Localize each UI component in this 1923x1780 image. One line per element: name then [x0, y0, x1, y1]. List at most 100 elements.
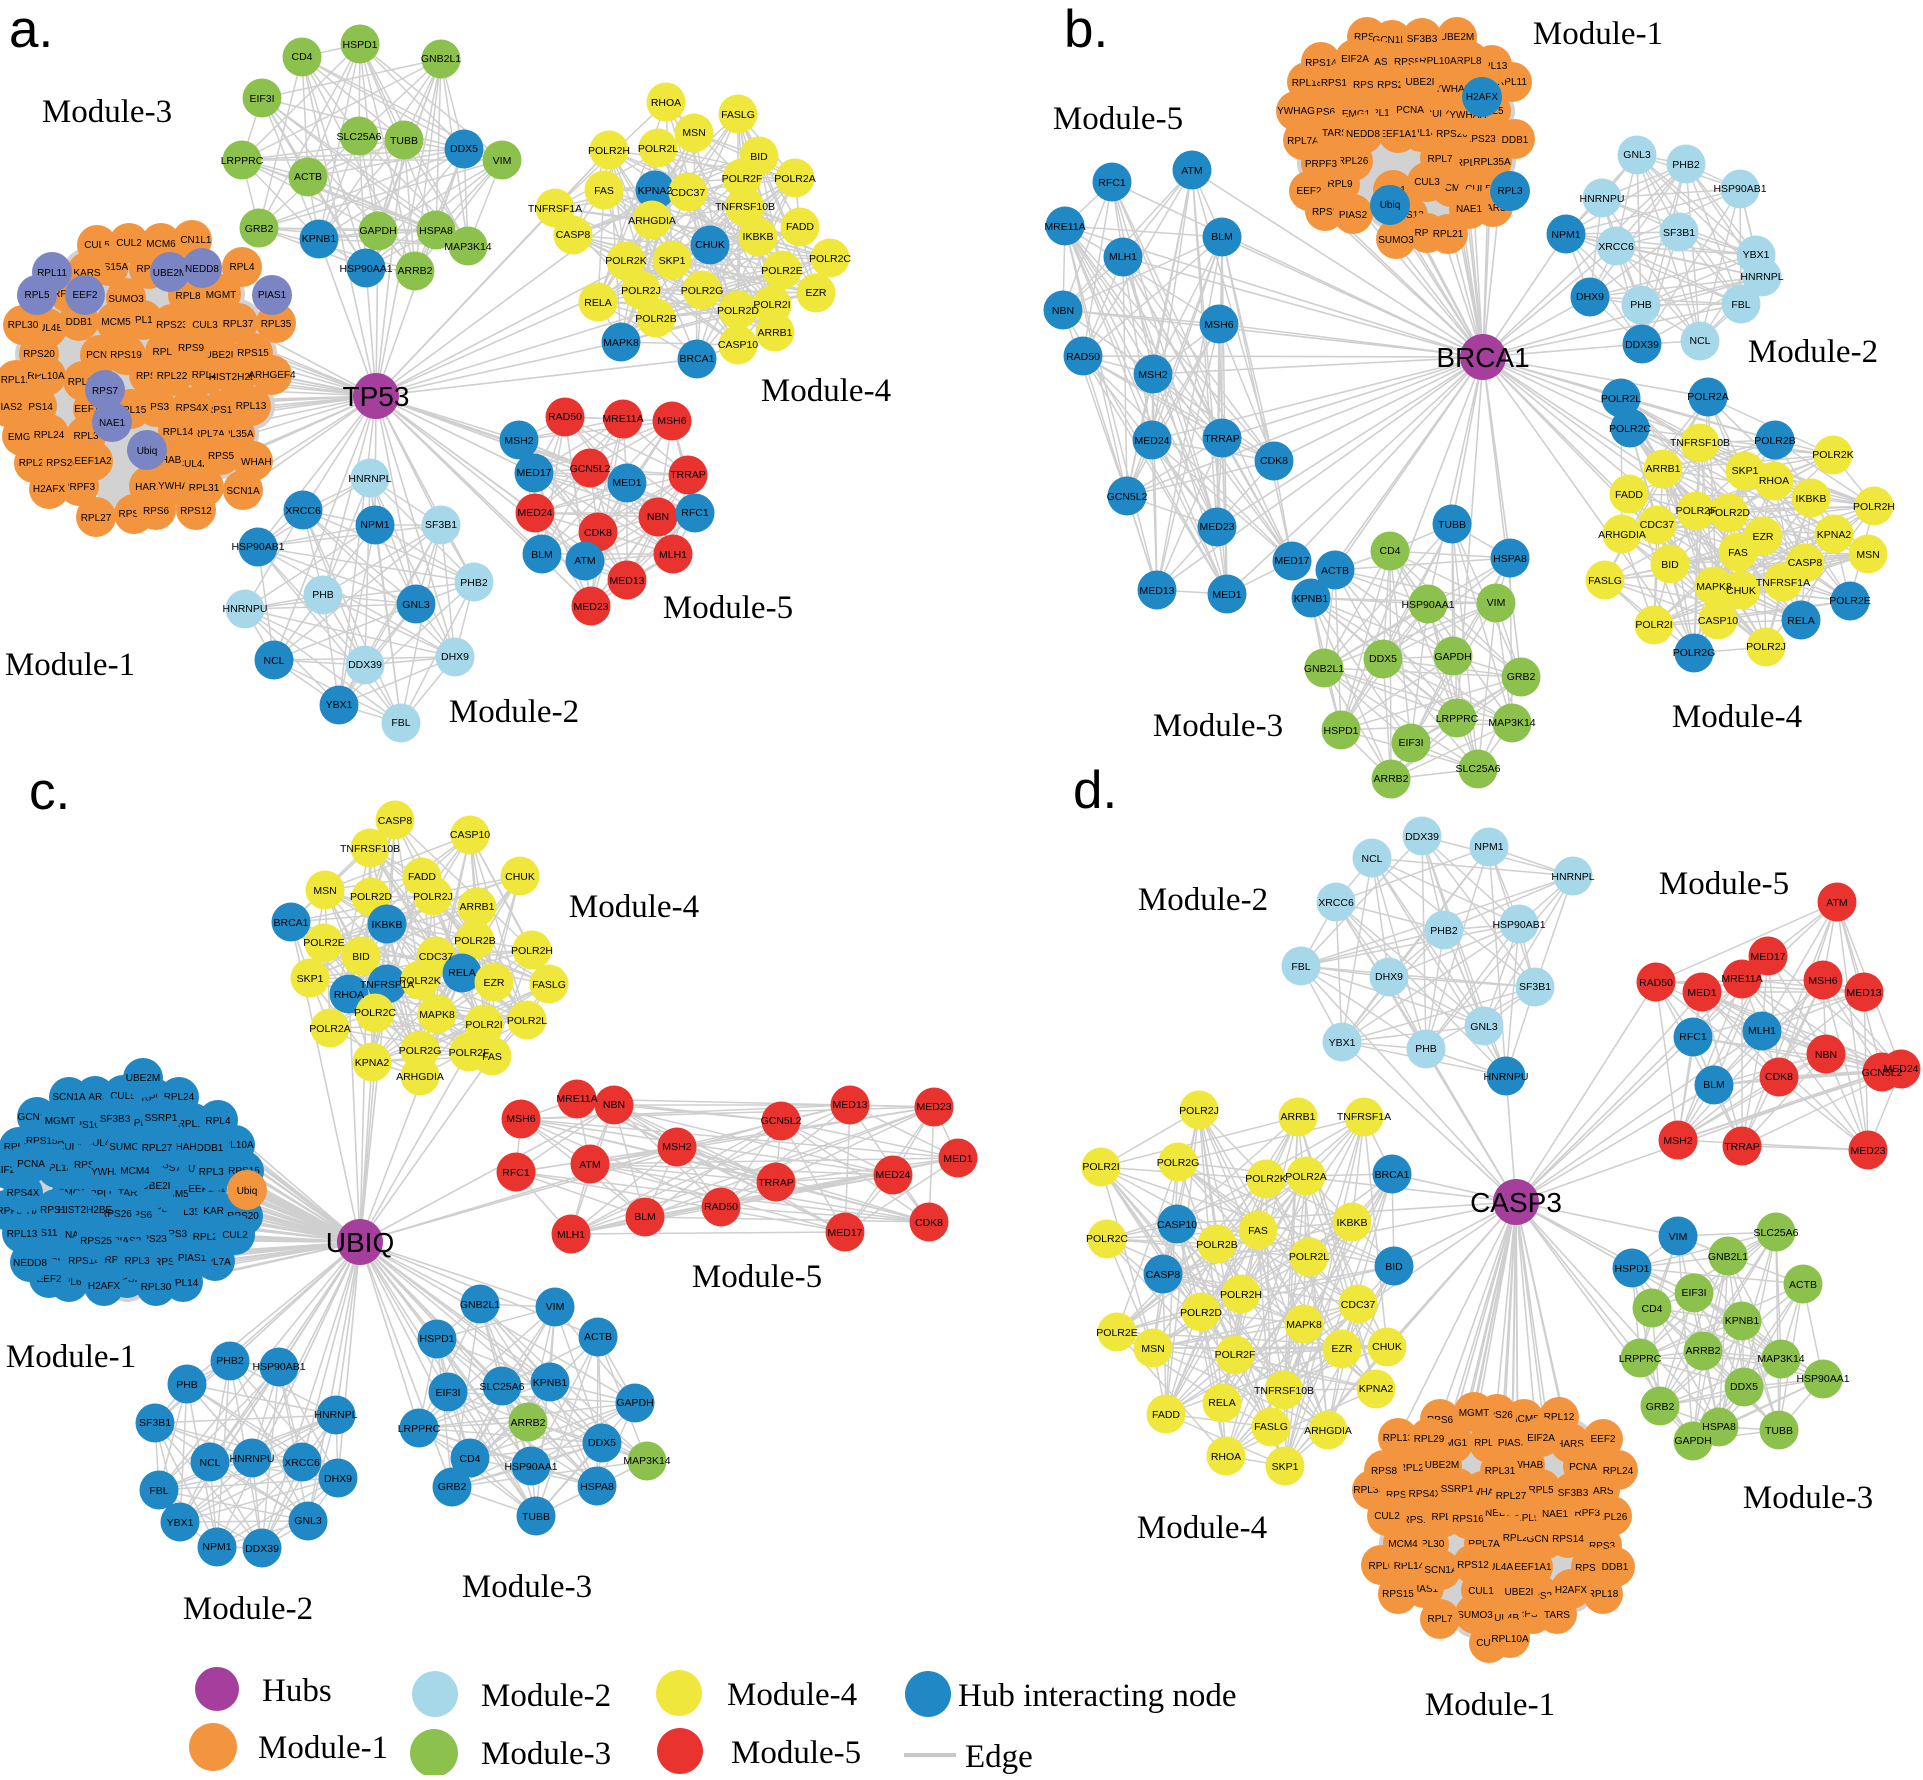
svg-text:PHB2: PHB2 [460, 577, 488, 589]
svg-text:RPS3: RPS3 [161, 1229, 188, 1240]
svg-text:TUBB: TUBB [522, 1511, 550, 1523]
svg-text:RPL12: RPL12 [1365, 108, 1396, 119]
svg-text:EEF1A1: EEF1A1 [74, 404, 112, 415]
svg-text:RPL9: RPL9 [1514, 1513, 1539, 1524]
svg-text:LRPPRC: LRPPRC [1436, 713, 1479, 725]
svg-text:RPS23: RPS23 [1464, 134, 1496, 145]
svg-text:ARRB2: ARRB2 [397, 265, 432, 277]
svg-text:RPL13: RPL13 [236, 401, 267, 412]
svg-text:YBX1: YBX1 [326, 699, 353, 711]
svg-text:MLH1: MLH1 [659, 549, 687, 561]
svg-text:NAE1: NAE1 [99, 418, 126, 429]
svg-text:Ubiq: Ubiq [137, 446, 158, 457]
svg-text:KPNB1: KPNB1 [1294, 593, 1329, 605]
svg-text:CUL4B: CUL4B [1487, 1613, 1520, 1624]
svg-text:RPS15A: RPS15A [26, 1136, 65, 1147]
svg-text:POLR2I: POLR2I [1635, 619, 1672, 631]
svg-text:POLR2A: POLR2A [1687, 391, 1728, 403]
svg-text:MAPK8: MAPK8 [419, 1009, 455, 1021]
svg-text:RHOA: RHOA [1759, 475, 1789, 487]
svg-text:MRE11A: MRE11A [1044, 221, 1085, 233]
svg-text:RPL35A: RPL35A [1473, 157, 1511, 168]
svg-text:HSPD1: HSPD1 [1323, 725, 1358, 737]
svg-text:PCNA: PCNA [1569, 1462, 1597, 1473]
svg-text:RPL18: RPL18 [1292, 78, 1323, 89]
svg-text:LRPPRC: LRPPRC [1619, 1353, 1662, 1365]
svg-text:Module-2: Module-2 [1748, 334, 1878, 370]
svg-text:XRCC6: XRCC6 [285, 505, 321, 517]
svg-text:CDC37: CDC37 [419, 951, 454, 963]
svg-text:KARS: KARS [1479, 203, 1507, 214]
svg-text:POLR2J: POLR2J [1746, 641, 1786, 653]
svg-text:HSPA8: HSPA8 [419, 225, 453, 237]
svg-text:TRRAP: TRRAP [1724, 1141, 1760, 1153]
svg-text:CUL5: CUL5 [84, 240, 110, 251]
svg-text:TNFRSF10B: TNFRSF10B [1670, 437, 1730, 449]
svg-text:UBE2M: UBE2M [126, 1073, 160, 1084]
svg-text:YBX1: YBX1 [167, 1517, 194, 1529]
svg-text:POLR2E: POLR2E [1829, 595, 1870, 607]
svg-text:EIF3I: EIF3I [435, 1387, 460, 1399]
svg-text:RPL18: RPL18 [1588, 1589, 1619, 1600]
svg-text:KPNB1: KPNB1 [302, 233, 337, 245]
svg-text:GRB2: GRB2 [1646, 1401, 1675, 1413]
svg-text:TUBB: TUBB [390, 135, 418, 147]
svg-text:RPL9: RPL9 [1327, 179, 1352, 190]
svg-text:MED24: MED24 [875, 1169, 910, 1181]
svg-text:MLH1: MLH1 [1748, 1025, 1776, 1037]
svg-text:RPS2: RPS2 [1526, 1591, 1553, 1602]
svg-text:BRCA1: BRCA1 [1374, 1169, 1409, 1181]
svg-text:RPS6: RPS6 [1309, 107, 1336, 118]
svg-text:POLR2G: POLR2G [681, 285, 724, 297]
svg-text:POLR2J: POLR2J [1179, 1105, 1219, 1117]
svg-text:RPL8: RPL8 [1431, 1512, 1456, 1523]
svg-text:RPS15: RPS15 [237, 348, 269, 359]
svg-text:EEF1A1: EEF1A1 [1514, 1562, 1552, 1573]
svg-text:GCN1L1: GCN1L1 [1527, 1534, 1566, 1545]
svg-text:EZR: EZR [1332, 1343, 1353, 1355]
svg-text:MSN: MSN [682, 127, 705, 139]
svg-text:EZR: EZR [806, 287, 827, 299]
svg-text:RFC1: RFC1 [1098, 177, 1126, 189]
svg-text:GAPDH: GAPDH [616, 1397, 653, 1409]
svg-text:IKBKB: IKBKB [372, 919, 403, 931]
svg-text:Hubs: Hubs [262, 1673, 332, 1709]
svg-text:RPL27: RPL27 [1496, 1491, 1527, 1502]
svg-text:RPS19: RPS19 [110, 350, 142, 361]
svg-text:RAD50: RAD50 [1066, 351, 1100, 363]
svg-text:RPL29: RPL29 [192, 370, 223, 381]
svg-text:RELA: RELA [1208, 1397, 1235, 1409]
svg-text:BLM: BLM [531, 549, 553, 561]
svg-text:DDX39: DDX39 [348, 659, 382, 671]
svg-text:POLR2B: POLR2B [1196, 1239, 1237, 1251]
svg-text:Module-1: Module-1 [1425, 1687, 1555, 1723]
svg-text:BLM: BLM [1211, 231, 1233, 243]
svg-text:SKP1: SKP1 [1732, 465, 1759, 477]
svg-text:RPL7: RPL7 [1427, 1614, 1452, 1625]
svg-text:UBE2I: UBE2I [1406, 77, 1435, 88]
svg-text:BRCA1: BRCA1 [679, 353, 714, 365]
svg-text:TRRAP: TRRAP [670, 469, 706, 481]
svg-text:VIM: VIM [1487, 597, 1506, 609]
svg-text:RPL30: RPL30 [141, 1282, 172, 1293]
svg-text:ARRB1: ARRB1 [757, 327, 792, 339]
svg-text:BRCA1: BRCA1 [1436, 342, 1529, 373]
svg-text:HNRNPL: HNRNPL [348, 473, 391, 485]
svg-text:Module-4: Module-4 [1672, 699, 1802, 735]
svg-text:MED23: MED23 [1850, 1145, 1885, 1157]
svg-text:RPL23: RPL23 [1456, 158, 1487, 169]
svg-text:ARHGDIA: ARHGDIA [396, 1071, 444, 1083]
svg-text:HNRNPU: HNRNPU [1580, 193, 1625, 205]
svg-text:Module-1: Module-1 [5, 647, 135, 683]
svg-text:MAPK8: MAPK8 [603, 337, 639, 349]
svg-text:FAS: FAS [1248, 1225, 1268, 1237]
svg-text:MCM4: MCM4 [120, 1166, 150, 1177]
svg-text:RPL23: RPL23 [1503, 1533, 1534, 1544]
svg-text:TNFRSF1A: TNFRSF1A [1337, 1111, 1391, 1123]
svg-text:RPL35: RPL35 [261, 319, 292, 330]
svg-text:MSH2: MSH2 [1138, 369, 1167, 381]
svg-text:KPNA2: KPNA2 [638, 185, 673, 197]
svg-text:RPL24: RPL24 [164, 1092, 195, 1103]
svg-text:Ubiq: Ubiq [1380, 200, 1401, 211]
svg-text:MED17: MED17 [1274, 555, 1309, 567]
